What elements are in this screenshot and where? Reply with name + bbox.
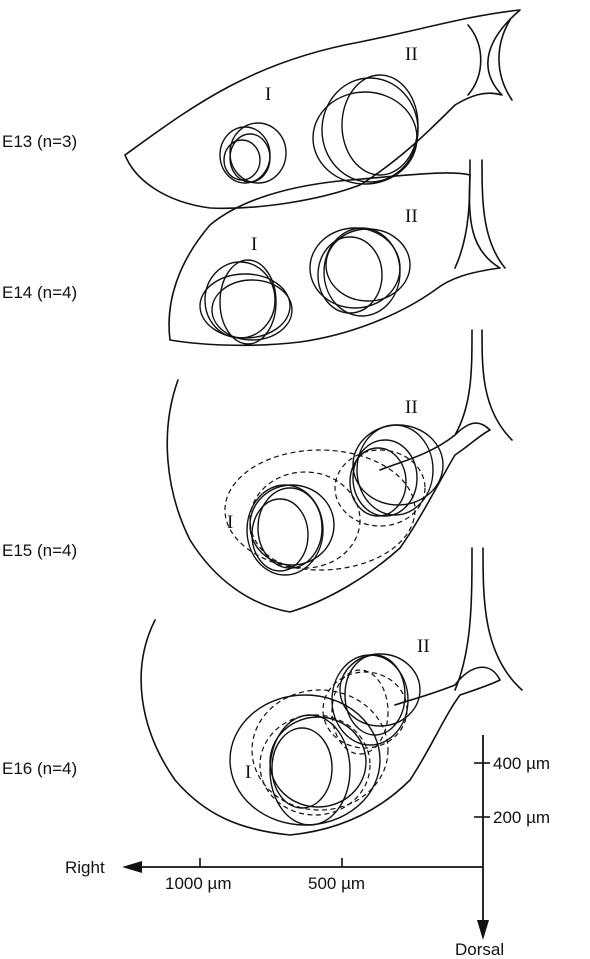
panel-e16: E16 (n=4) I II	[2, 548, 522, 835]
region-i-label-e13: I	[265, 84, 271, 105]
cluster-ii-e15	[335, 425, 443, 526]
stage-label-e15: E15 (n=4)	[2, 541, 77, 560]
arrow-down-icon	[477, 920, 489, 940]
cluster-i-e14	[200, 260, 292, 344]
region-ii-label-e15: II	[405, 397, 418, 418]
region-i-label-e16: I	[245, 762, 251, 783]
vertical-axis: 400 µm 200 µm Dorsal	[455, 735, 550, 959]
stage-label-e14: E14 (n=4)	[2, 283, 77, 302]
panel-e15: E15 (n=4) I II	[2, 330, 512, 612]
region-ii-label-e16: II	[417, 636, 430, 657]
cluster-ii-e13	[313, 75, 418, 184]
panel-e14: E14 (n=4) I II	[2, 160, 505, 345]
region-i-label-e14: I	[251, 234, 257, 255]
region-ii-label-e13: II	[405, 44, 418, 65]
midline-e14	[455, 160, 505, 268]
cluster-i-e16	[230, 690, 388, 825]
stage-label-e13: E13 (n=3)	[2, 132, 77, 151]
horizontal-tick-1000: 1000 µm	[165, 874, 232, 893]
vertical-tick-400: 400 µm	[493, 754, 550, 773]
panel-e13: E13 (n=3) I II	[2, 10, 520, 208]
tissue-outline-e14	[169, 173, 500, 345]
horizontal-axis: 1000 µm 500 µm Right	[65, 858, 483, 893]
dorsal-label: Dorsal	[455, 940, 504, 959]
cluster-i-e15	[225, 450, 415, 575]
stage-label-e16: E16 (n=4)	[2, 759, 77, 778]
region-ii-label-e14: II	[405, 206, 418, 227]
cluster-i-e13	[220, 123, 286, 183]
cluster-ii-e14	[310, 228, 410, 316]
arrow-left-icon	[122, 861, 142, 873]
tissue-outline-e13	[125, 10, 520, 208]
horizontal-tick-500: 500 µm	[308, 874, 365, 893]
right-label: Right	[65, 858, 105, 877]
midline-e15	[455, 330, 512, 440]
cluster-ii-e16	[323, 654, 420, 754]
midline-e13	[468, 20, 512, 100]
vertical-tick-200: 200 µm	[493, 808, 550, 827]
tissue-outline-e16	[141, 620, 500, 835]
tissue-outline-e15	[167, 380, 490, 612]
